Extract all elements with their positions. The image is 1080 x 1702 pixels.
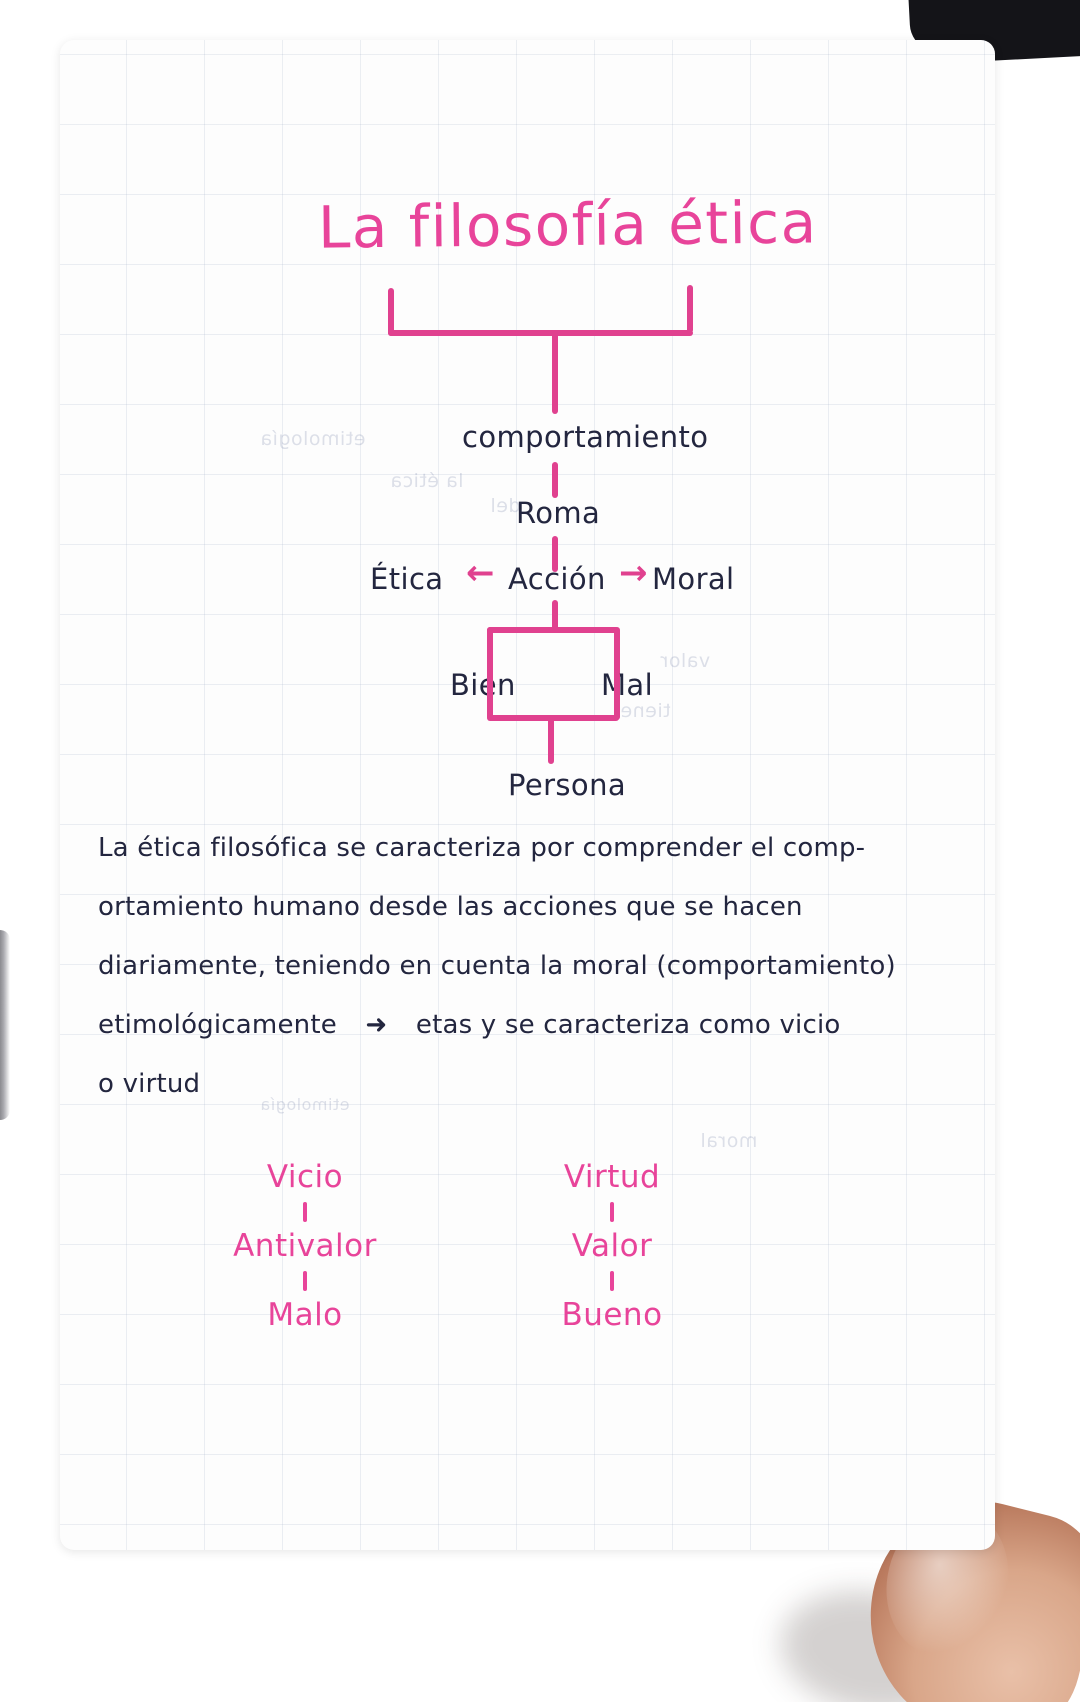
bienmal-bracket-top-left [487, 627, 619, 633]
bienmal-bracket-left [487, 627, 493, 679]
node-etica: Ética [370, 562, 444, 596]
body-line-4: etimológicamente ➜ etas y se caracteriza… [98, 1012, 928, 1038]
bracket-to-persona-connector [548, 716, 554, 764]
arrow-right-icon: → [619, 553, 648, 593]
photo-page-edge [0, 930, 10, 1120]
node-mal: Mal [601, 668, 654, 702]
accion-to-bracket-connector [552, 600, 558, 630]
title-bracket-bottom [388, 330, 693, 336]
title-bracket-right [687, 285, 693, 333]
term-valor: Valor [571, 1228, 653, 1264]
body-line-1: La ética filosófica se caracteriza por c… [98, 833, 866, 863]
tick-connector [303, 1202, 307, 1222]
page-title: La filosofía ética [317, 188, 818, 262]
node-comportamiento: comportamiento [462, 420, 709, 454]
inline-arrow-icon: ➜ [365, 1010, 388, 1040]
body-line-5: o virtud [98, 1069, 201, 1099]
node-roma: Roma [516, 496, 601, 530]
body-line-3: diariamente, teniendo en cuenta la moral… [98, 951, 896, 981]
tick-connector [610, 1271, 614, 1291]
node-persona: Persona [508, 768, 627, 802]
body-line-4-part-b: etas y se caracteriza como vicio [415, 1010, 841, 1040]
bienmal-bracket-right [614, 627, 620, 679]
term-bueno: Bueno [561, 1297, 663, 1333]
body-paragraph: La ética filosófica se caracteriza por c… [98, 835, 928, 1130]
tick-connector [610, 1202, 614, 1222]
node-accion: Acción [508, 562, 606, 596]
bienmal-bracket-right-lower [614, 672, 620, 720]
term-vicio: Vicio [266, 1159, 344, 1195]
term-antivalor: Antivalor [233, 1228, 377, 1264]
arrow-left-icon: ← [466, 553, 495, 593]
graph-paper-grid [60, 40, 995, 1550]
column-virtud: Virtud Valor Bueno [522, 1162, 702, 1331]
term-malo: Malo [267, 1297, 343, 1333]
term-virtud: Virtud [563, 1159, 661, 1195]
title-bracket-left [388, 288, 394, 336]
notebook-sheet: etimología la ética del valor tiene mora… [60, 40, 995, 1550]
body-line-2: ortamiento humano desde las acciones que… [98, 892, 803, 922]
title-to-comportamiento-connector [552, 332, 558, 414]
comportamiento-to-roma-connector [552, 462, 558, 498]
body-line-4-part-a: etimológicamente [98, 1010, 337, 1040]
column-vicio: Vicio Antivalor Malo [215, 1162, 395, 1331]
bienmal-bracket-left-lower [487, 672, 493, 720]
roma-to-accion-connector [552, 536, 558, 572]
tick-connector [303, 1271, 307, 1291]
node-bien: Bien [450, 668, 516, 702]
node-moral: Moral [652, 562, 735, 596]
